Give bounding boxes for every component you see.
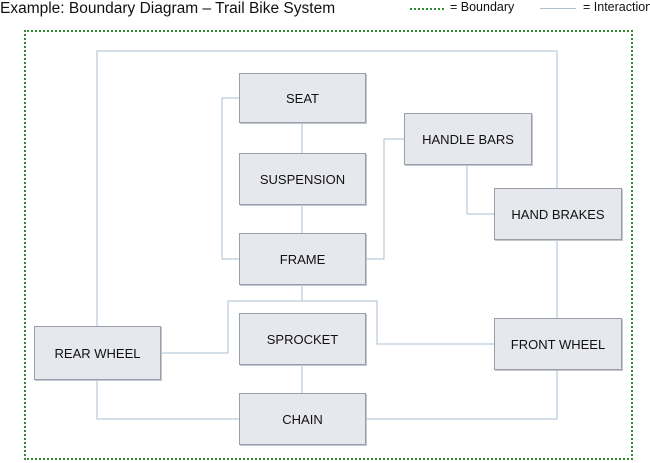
link-seat-frame: [221, 97, 239, 260]
link-rear-wheel-frame: [161, 300, 302, 354]
link-handle-bars-hand-brakes: [466, 165, 494, 215]
legend-interaction-swatch: [540, 8, 576, 9]
link-frame-handle-bars: [366, 138, 404, 260]
handle-bars-box: HANDLE BARS: [404, 113, 532, 165]
suspension-box: SUSPENSION: [239, 153, 366, 205]
seat-box: SEAT: [239, 73, 366, 123]
chain-box: CHAIN: [239, 393, 366, 445]
rear-wheel-box: REAR WHEEL: [34, 326, 161, 380]
system-boundary: [24, 30, 633, 460]
frame-box: FRAME: [239, 233, 366, 285]
link-chain-front-wheel: [366, 370, 558, 420]
link-frame-front-wheel: [302, 300, 494, 345]
legend-boundary-swatch: [410, 8, 444, 10]
diagram-title: Example: Boundary Diagram – Trail Bike S…: [0, 0, 336, 17]
link-rear-wheel-chain: [96, 380, 239, 420]
front-wheel-box: FRONT WHEEL: [494, 318, 622, 370]
legend-interaction-label: = Interaction: [583, 0, 650, 14]
link-rear-wheel-hand-brakes: [96, 50, 558, 326]
sprocket-box: SPROCKET: [239, 313, 366, 365]
hand-brakes-box: HAND BRAKES: [494, 188, 622, 240]
legend-boundary-label: = Boundary: [450, 0, 515, 14]
